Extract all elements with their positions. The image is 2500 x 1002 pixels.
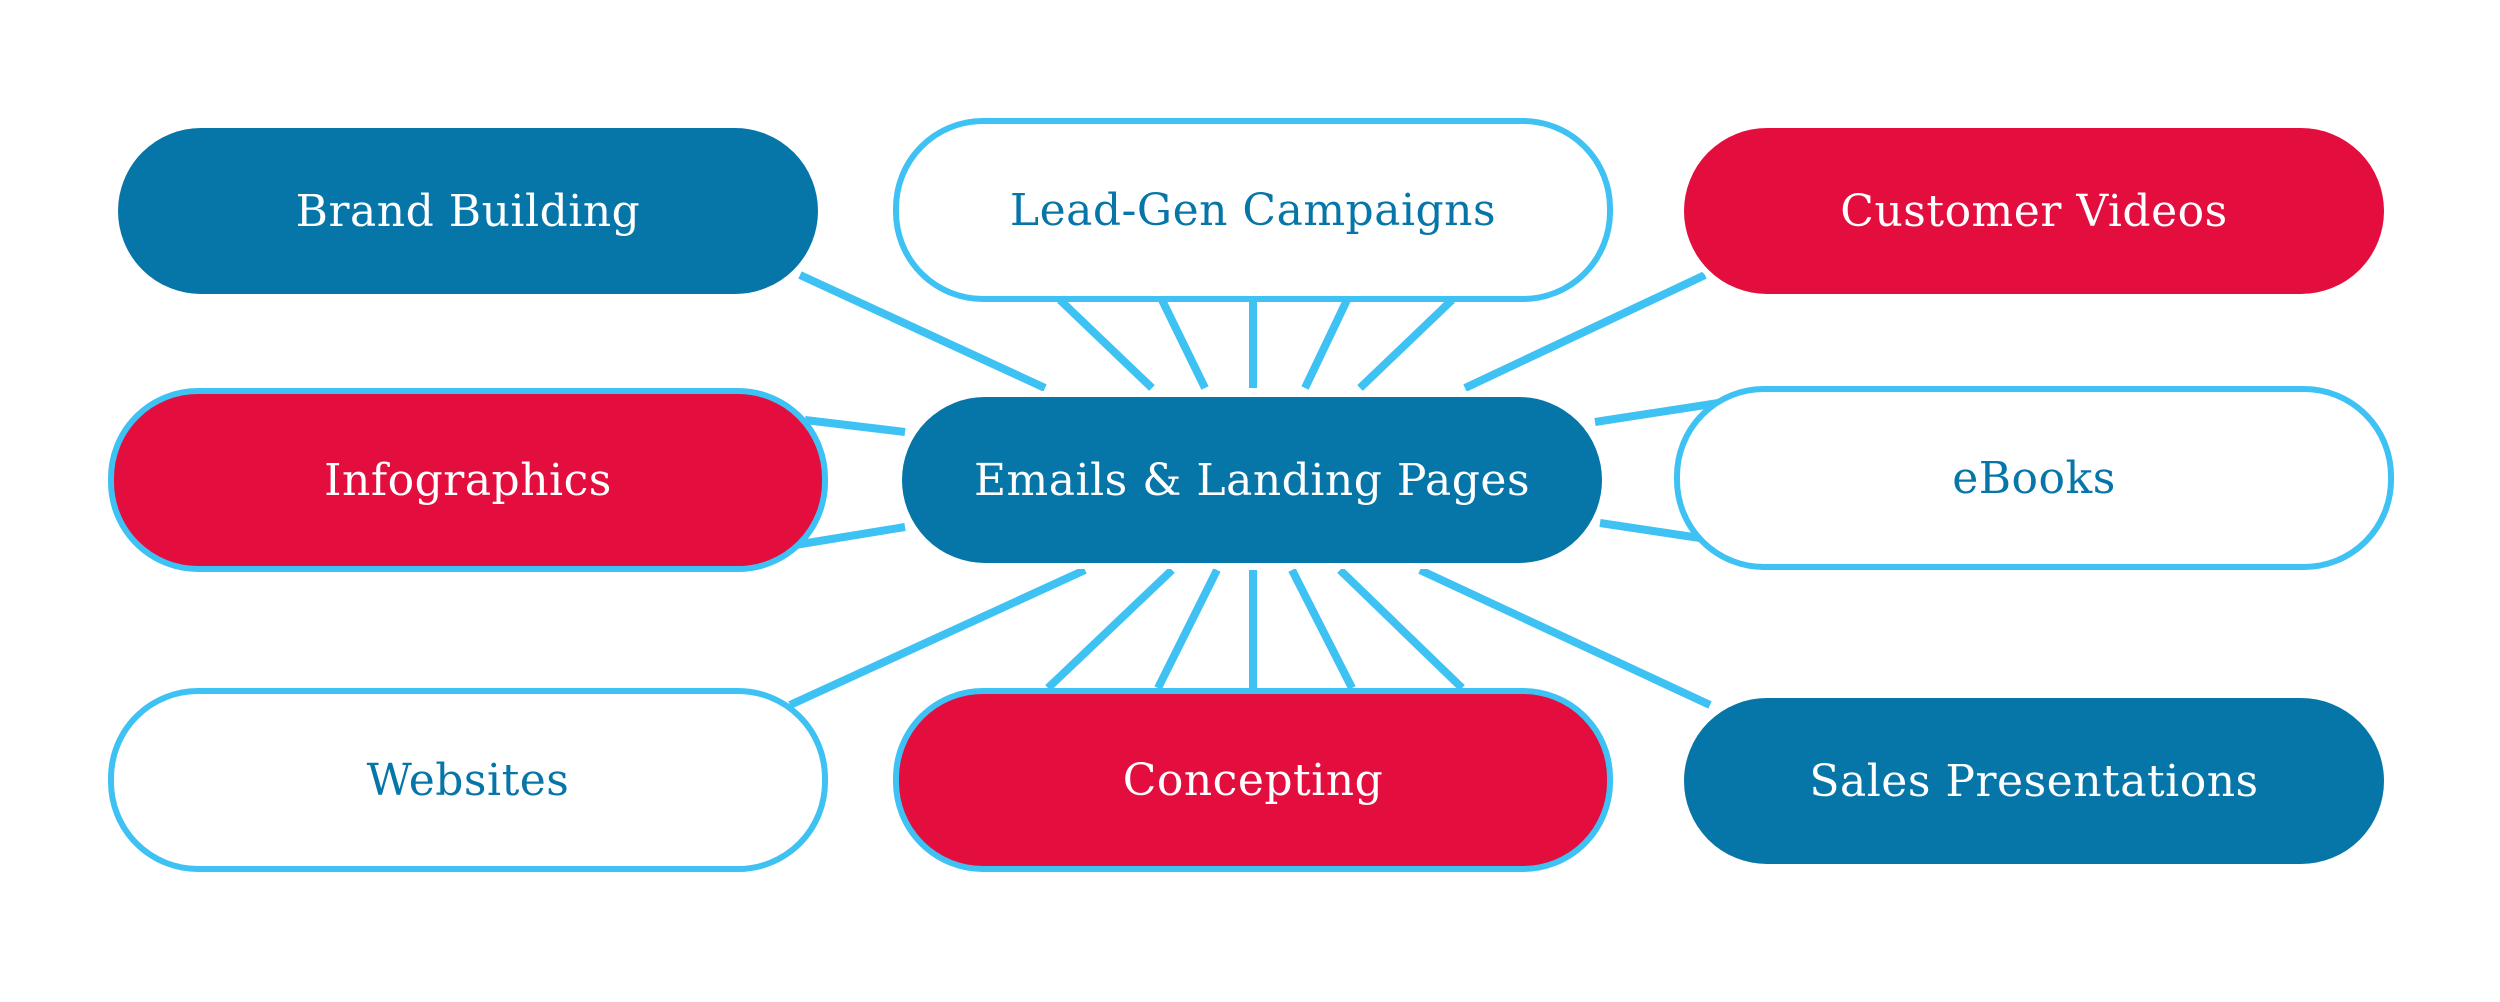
node-label: Emails & Landing Pages (973, 454, 1531, 506)
connector-brand-building (798, 271, 1047, 392)
node-label: Concepting (1122, 754, 1384, 806)
node-label: Websites (366, 754, 570, 806)
connector-concepting-1 (1045, 567, 1175, 691)
node-label: eBooks (1952, 452, 2116, 504)
connector-concepting-5 (1337, 567, 1465, 691)
connector-sales-presentations (1418, 566, 1712, 709)
node-label: Customer Videos (1840, 185, 2228, 237)
node-concepting[interactable]: Concepting (893, 688, 1613, 872)
connector-infographics-1 (804, 416, 906, 436)
connector-infographics-2 (794, 523, 906, 549)
connector-lead-gen-5 (1357, 297, 1455, 391)
node-label: Infographics (324, 454, 612, 506)
connector-lead-gen-4 (1301, 298, 1351, 390)
node-label: Brand Building (295, 185, 641, 237)
connector-lead-gen-2 (1158, 298, 1209, 390)
node-lead-gen-campaigns[interactable]: Lead-Gen Campaigns (893, 118, 1613, 302)
connector-concepting-2 (1154, 568, 1221, 690)
connector-concepting-4 (1288, 568, 1356, 690)
connector-lead-gen-1 (1057, 297, 1155, 391)
connector-ebooks-2 (1599, 519, 1701, 542)
node-sales-presentations[interactable]: Sales Presentations (1678, 692, 2390, 870)
node-infographics[interactable]: Infographics (108, 388, 828, 572)
node-label: Lead-Gen Campaigns (1009, 184, 1497, 236)
connector-websites (788, 566, 1087, 709)
connector-customer-videos (1463, 271, 1707, 392)
node-emails-landing-pages[interactable]: Emails & Landing Pages (896, 391, 1608, 569)
connector-ebooks-1 (1594, 398, 1726, 426)
node-customer-videos[interactable]: Customer Videos (1678, 122, 2390, 300)
node-websites[interactable]: Websites (108, 688, 828, 872)
node-label: Sales Presentations (1809, 755, 2259, 807)
node-brand-building[interactable]: Brand Building (112, 122, 824, 300)
node-ebooks[interactable]: eBooks (1674, 386, 2394, 570)
